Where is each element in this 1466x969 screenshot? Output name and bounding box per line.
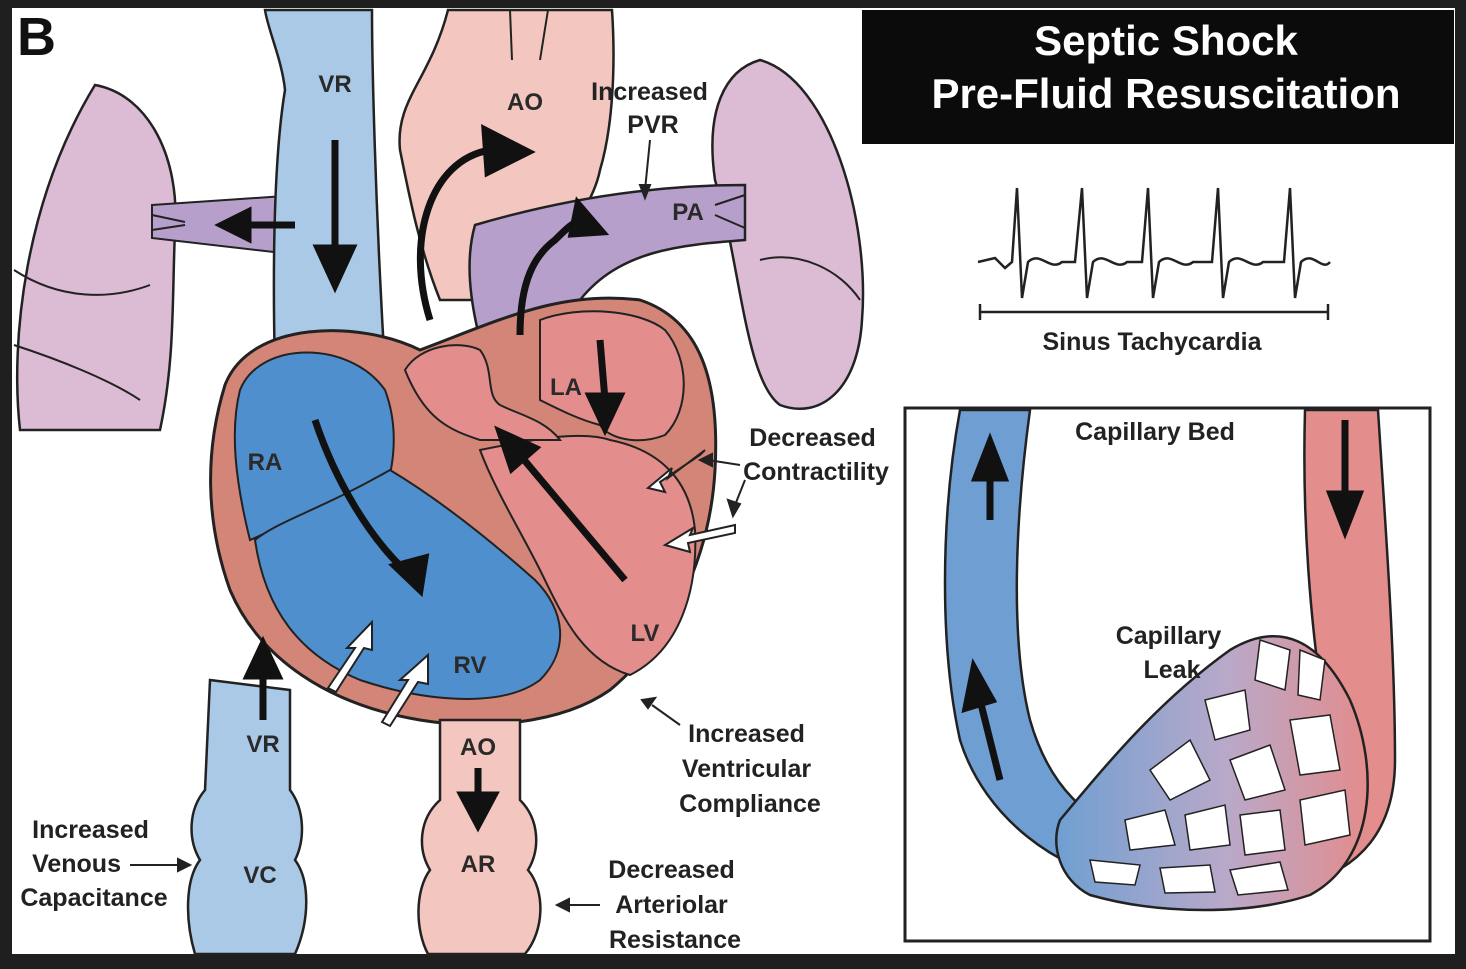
annotation-decreased-arteriolar-resistance: Decreased Arteriolar Resistance <box>608 856 741 954</box>
label-ar: AR <box>461 851 496 878</box>
label-vr-bottom: VR <box>246 731 279 758</box>
label-vr-top: VR <box>318 71 351 98</box>
ecg-label: Sinus Tachycardia <box>1042 328 1262 356</box>
label-la: LA <box>550 374 582 401</box>
label-rv: RV <box>454 652 487 679</box>
annotation-increased-ventricular-compliance: Increased Ventricular Compliance <box>679 720 821 818</box>
title-box: Septic Shock Pre-Fluid Resuscitation <box>862 10 1454 144</box>
capillary-bed-title: Capillary Bed <box>1075 418 1235 446</box>
label-lv: LV <box>631 620 660 647</box>
label-vc: VC <box>243 862 276 889</box>
title-line-1: Septic Shock <box>1034 17 1298 64</box>
label-ao-bottom: AO <box>460 734 496 761</box>
title-line-2: Pre-Fluid Resuscitation <box>931 70 1400 117</box>
la-down-arrow <box>600 340 605 400</box>
label-ra: RA <box>248 449 283 476</box>
panel-letter: B <box>17 7 56 67</box>
label-pa: PA <box>672 199 704 226</box>
capillary-bed-panel: Capillary Bed Capillary Leak <box>905 408 1430 941</box>
superior-vena-cava <box>265 10 385 370</box>
label-ao-top: AO <box>507 89 543 116</box>
